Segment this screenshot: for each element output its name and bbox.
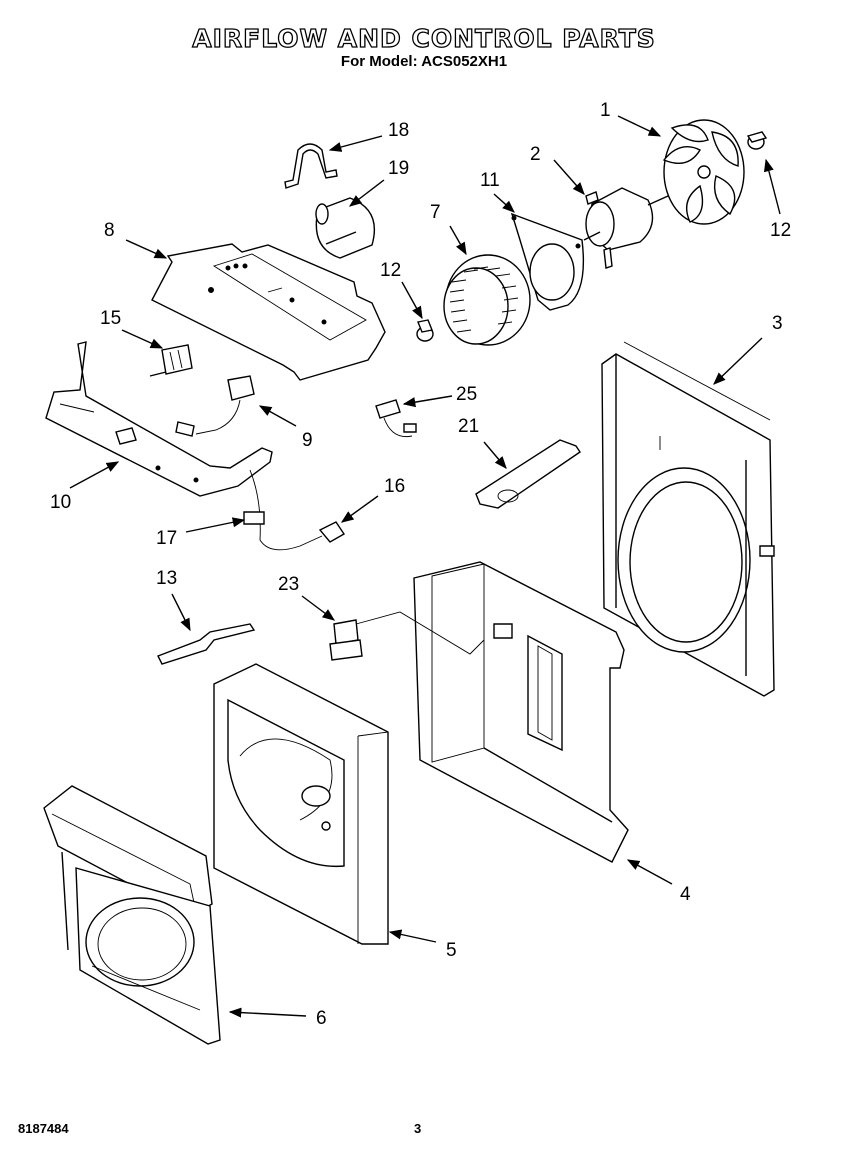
document-code: 8187484 xyxy=(18,1121,69,1136)
part-5-front-frame xyxy=(214,664,388,944)
callout-17: 17 xyxy=(156,528,178,549)
part-9-thermostat xyxy=(176,376,254,436)
page-title: AIRFLOW AND CONTROL PARTS xyxy=(192,23,656,53)
part-11-mounting-plate xyxy=(512,214,583,310)
callout-6: 6 xyxy=(316,1008,327,1029)
callout-4: 4 xyxy=(680,884,691,905)
callout-25: 25 xyxy=(456,384,478,405)
part-21-tray xyxy=(476,440,580,508)
callout-8: 8 xyxy=(104,220,115,241)
part-2-motor xyxy=(584,188,668,268)
callout-1: 1 xyxy=(600,100,611,121)
callout-12-lower: 12 xyxy=(380,260,402,281)
part-17-strain-relief xyxy=(244,512,264,524)
callout-12-upper: 12 xyxy=(770,220,792,241)
part-16-power-cord xyxy=(250,470,344,550)
callout-3: 3 xyxy=(772,313,783,334)
part-4-partition xyxy=(414,562,628,862)
part-12-clip-upper xyxy=(748,132,766,149)
page-number: 3 xyxy=(414,1121,422,1136)
part-12-clip-lower xyxy=(417,320,433,341)
callout-10: 10 xyxy=(50,492,72,513)
callout-18: 18 xyxy=(388,120,410,141)
part-15-switch xyxy=(150,345,192,376)
callout-9: 9 xyxy=(302,430,313,451)
part-19-capacitor xyxy=(316,198,374,258)
callout-21: 21 xyxy=(458,416,480,437)
part-10-control-bracket xyxy=(46,342,272,496)
part-18-capacitor-strap xyxy=(285,144,337,188)
callout-13: 13 xyxy=(156,568,178,589)
callout-15: 15 xyxy=(100,308,122,329)
model-subtitle: For Model: ACS052XH1 xyxy=(340,53,508,70)
part-23-connector xyxy=(330,612,484,660)
callout-23: 23 xyxy=(278,574,300,595)
callout-11: 11 xyxy=(480,170,500,191)
callout-2: 2 xyxy=(530,144,541,165)
part-25-relay xyxy=(376,400,416,437)
part-6-discharge-duct xyxy=(44,786,220,1044)
part-13-bracket xyxy=(158,624,254,664)
part-7-blower-wheel xyxy=(444,255,530,345)
callout-19: 19 xyxy=(388,158,410,179)
part-1-fan-blade xyxy=(664,120,744,224)
callout-7: 7 xyxy=(430,202,441,223)
callout-5: 5 xyxy=(446,940,457,961)
part-3-shroud xyxy=(602,342,774,696)
callout-16: 16 xyxy=(384,476,406,497)
part-8-control-panel xyxy=(152,244,385,380)
callout-leaders xyxy=(70,116,780,1018)
